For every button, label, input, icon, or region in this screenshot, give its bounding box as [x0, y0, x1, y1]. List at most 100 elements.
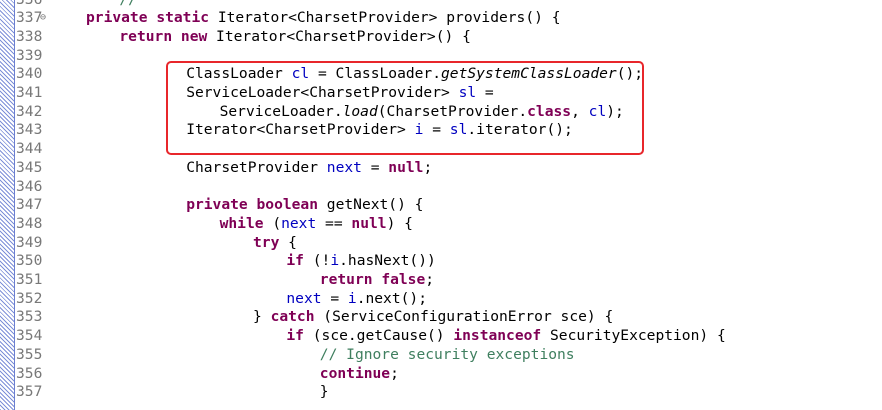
code-token: Iterator<CharsetProvider>: [186, 121, 415, 139]
line-number: 353: [16, 308, 43, 326]
code-line: 354 if (sce.getCause() instanceof Securit…: [0, 327, 882, 346]
code-token: [248, 196, 257, 213]
code-token: cl: [291, 65, 310, 83]
line-code: private boolean getNext() {: [186, 196, 423, 215]
code-line: 337⊖ private static Iterator<CharsetProvi…: [0, 9, 882, 28]
code-token: sl: [449, 121, 468, 139]
code-line: 350 if (!i.hasNext()): [0, 252, 882, 271]
code-token: ) {: [386, 214, 413, 232]
code-token: load: [342, 102, 378, 120]
code-line: 356 continue;: [0, 365, 882, 384]
line-number: 351: [16, 271, 43, 288]
line-code: next = i.next();: [286, 290, 427, 309]
code-token: new: [180, 27, 208, 45]
code-token: (sce.getCause(): [303, 327, 454, 345]
code-line: 336 //: [0, 0, 882, 9]
code-token: ;: [390, 364, 399, 382]
code-line: 343 Iterator<CharsetProvider> i = sl.iter…: [0, 121, 882, 140]
code-token: cl: [588, 102, 607, 120]
line-number: 340: [16, 65, 43, 83]
line-code: }: [320, 383, 329, 402]
code-token: getNext() {: [318, 196, 424, 214]
line-number: 343: [16, 121, 43, 139]
code-line: 340 ClassLoader cl = ClassLoader.getSyste…: [0, 65, 882, 84]
code-token: return: [319, 271, 373, 288]
code-token: class: [527, 102, 572, 120]
code-token: continue: [319, 364, 391, 382]
code-token: =: [423, 121, 450, 139]
code-token: i: [347, 289, 357, 307]
code-token: if: [286, 327, 304, 345]
line-number: 337: [16, 9, 43, 27]
line-code: CharsetProvider next = null;: [186, 159, 432, 178]
line-number: 355: [16, 345, 43, 363]
code-token: try: [253, 233, 280, 251]
line-number: 344: [16, 140, 43, 158]
code-line: 353} catch (ServiceConfigurationError sc…: [0, 308, 882, 327]
code-token: next: [281, 214, 317, 232]
line-number: 342: [16, 102, 43, 120]
line-number: 349: [16, 233, 43, 251]
code-token: ,: [571, 102, 589, 120]
line-code: ServiceLoader<CharsetProvider> sl =: [186, 84, 494, 103]
code-token: false: [381, 271, 426, 288]
line-code: return false;: [320, 271, 434, 290]
line-code: return new Iterator<CharsetProvider>() {: [119, 28, 470, 47]
code-line: 357}: [0, 383, 882, 402]
code-token: (CharsetProvider.: [377, 102, 528, 120]
line-number: 350: [16, 252, 43, 270]
line-number: 339: [16, 46, 43, 64]
line-number: 348: [16, 214, 43, 232]
code-token: ();: [616, 65, 644, 83]
highlight-box: [166, 61, 644, 155]
line-code: if (sce.getCause() instanceof SecurityEx…: [286, 327, 725, 346]
code-token: (: [263, 214, 282, 232]
code-token: i: [414, 121, 424, 139]
code-token: ServiceLoader<CharsetProvider>: [186, 84, 459, 101]
code-token: i: [330, 252, 340, 270]
code-line: 355// Ignore security exceptions: [0, 346, 882, 365]
code-line: 347 private boolean getNext() {: [0, 196, 882, 215]
code-token: Iterator<CharsetProvider>() {: [207, 27, 471, 45]
code-line: 339: [0, 47, 882, 66]
line-number: 347: [16, 196, 43, 214]
code-token: return: [119, 27, 173, 45]
code-token: null: [351, 214, 387, 232]
code-line: 345 CharsetProvider next = null;: [0, 159, 882, 178]
code-token: [373, 271, 382, 288]
code-token: private: [186, 196, 248, 214]
line-code: ClassLoader cl = ClassLoader.getSystemCl…: [186, 65, 643, 84]
code-token: static: [156, 9, 210, 27]
line-number: 345: [16, 158, 43, 176]
line-number: 357: [16, 383, 43, 401]
fold-collapse-icon[interactable]: ⊖: [40, 12, 47, 24]
code-token: private: [86, 9, 148, 27]
code-token: sl: [458, 84, 477, 101]
line-number: 336: [16, 0, 52, 9]
overview-ruler[interactable]: [0, 0, 15, 410]
code-token: ==: [316, 214, 352, 232]
code-token: Iterator<CharsetProvider> providers() {: [209, 9, 561, 27]
code-token: =: [321, 289, 348, 307]
code-line: 344: [0, 140, 882, 159]
code-token: CharsetProvider: [186, 158, 327, 176]
code-token: }: [253, 308, 271, 326]
code-token: .iterator();: [467, 121, 573, 139]
code-token: ;: [425, 271, 435, 288]
code-token: ;: [423, 158, 433, 176]
code-token: [172, 28, 181, 45]
code-token: instanceof: [453, 327, 542, 345]
line-code: if (!i.hasNext()): [286, 252, 435, 271]
line-code: continue;: [320, 365, 399, 384]
code-line: 346: [0, 178, 882, 197]
code-token: SecurityException) {: [541, 327, 726, 345]
line-code: //: [119, 0, 137, 9]
code-line: 351 return false;: [0, 271, 882, 290]
line-number: 354: [16, 327, 43, 345]
line-number: 356: [16, 364, 43, 382]
code-token: next: [326, 158, 362, 176]
